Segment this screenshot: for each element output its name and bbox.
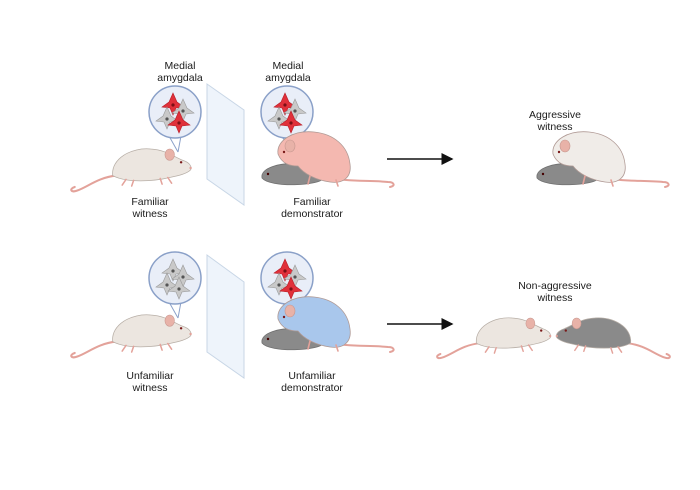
witness-brain-top (148, 85, 202, 153)
glass-partition-top (206, 83, 245, 206)
unfamiliar-demonstrator-attack (261, 296, 395, 353)
familiar-demonstrator-attack (261, 131, 395, 188)
outcome-label-top: Aggressive witness (529, 109, 581, 133)
familiar-witness-mouse (70, 148, 192, 193)
active-neuron (161, 92, 185, 116)
attacker-mouse (552, 131, 626, 183)
attacker-mouse (277, 296, 351, 348)
active-neuron (167, 110, 191, 134)
inactive-neuron (167, 276, 191, 300)
active-neuron (279, 276, 303, 300)
demonstrator-label-bottom: Unfamiliar demonstrator (281, 370, 343, 394)
attacker-mouse (277, 131, 351, 183)
witness-brain-bottom (148, 251, 202, 319)
active-neuron (273, 92, 297, 116)
glass-partition-bottom (206, 254, 245, 379)
outcome-label-bottom: Non-aggressive witness (518, 280, 592, 304)
inactive-neuron (155, 106, 179, 130)
non-aggressive-witness-mouse (436, 317, 552, 360)
demonstrator-brain-bottom (260, 251, 314, 311)
demonstrator-label-top: Familiar demonstrator (281, 196, 343, 220)
inactive-neuron (161, 258, 185, 282)
witness-label-top: Familiar witness (131, 196, 169, 220)
witness-label-bottom: Unfamiliar witness (126, 370, 174, 394)
intruder-mouse-facing (555, 317, 671, 360)
aggressive-witness-attack (536, 131, 670, 188)
inactive-neuron (267, 106, 291, 130)
demonstrator-brain-label-top: Medial amygdala (265, 60, 311, 84)
unfamiliar-witness-mouse (70, 314, 192, 359)
active-neuron (273, 258, 297, 282)
witness-brain-label-top: Medial amygdala (157, 60, 203, 84)
active-neuron (279, 110, 303, 134)
inactive-neuron (155, 272, 179, 296)
inactive-neuron (267, 272, 291, 296)
